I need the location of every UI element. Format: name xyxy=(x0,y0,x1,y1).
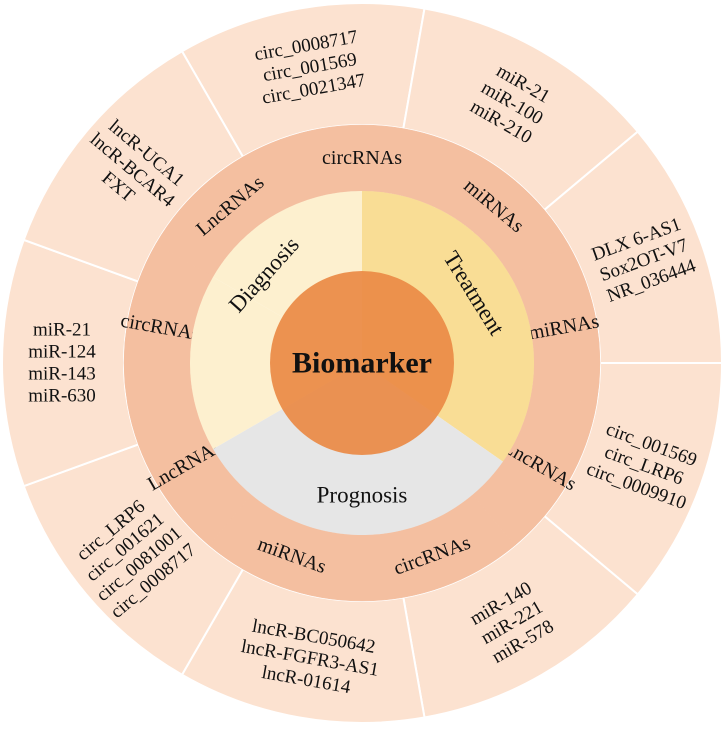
biomarker-item-mir-630: miR-630 xyxy=(28,386,96,407)
center-disc xyxy=(270,271,454,455)
biomarker-item-mir-124: miR-124 xyxy=(28,342,96,363)
biomarker-item-mir-143: miR-143 xyxy=(28,364,96,385)
middle-ring: LncRNAscircRNAsmiRNAsmiRNAsLncRNAscircRN… xyxy=(119,124,601,602)
center-label: Biomarker xyxy=(292,347,432,380)
core-sector-treatment xyxy=(362,191,535,462)
biomarker-item-mir-21: miR-21 xyxy=(33,320,91,341)
ring-label-circrnas: circRNAs xyxy=(322,147,402,169)
center-circle: Biomarker xyxy=(270,271,454,455)
core-label-prognosis: Prognosis xyxy=(317,483,408,508)
